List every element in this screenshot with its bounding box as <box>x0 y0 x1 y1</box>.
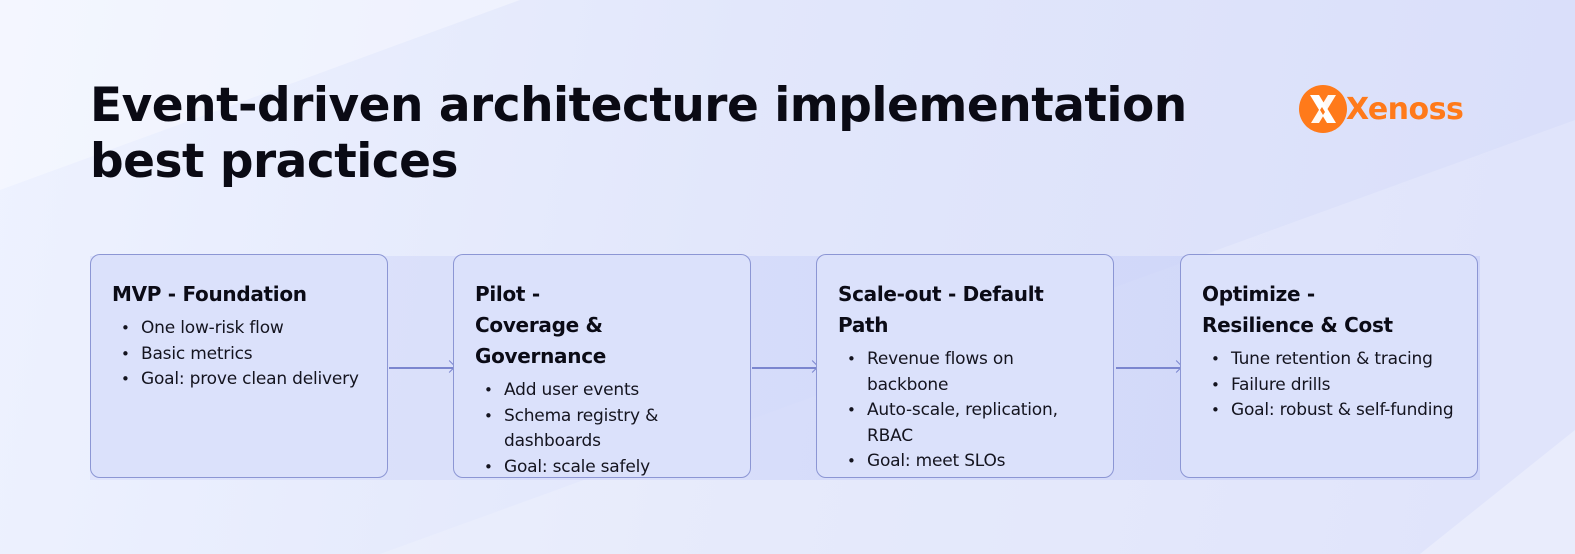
bullet-item: Schema registry & dashboards <box>475 404 732 455</box>
bullet-item: Tune retention & tracing <box>1202 347 1459 373</box>
stage-bullets: Add user events Schema registry & dashbo… <box>475 378 732 480</box>
bullet-item: One low-risk flow <box>112 316 369 342</box>
stage-card-pilot: Pilot - Coverage & Governance Add user e… <box>453 254 751 480</box>
bullet-item: Goal: scale safely <box>475 455 732 481</box>
stage-title-line: Pilot - <box>475 282 540 306</box>
bullet-item: Goal: meet SLOs <box>838 449 1095 475</box>
bullet-item: Revenue flows on backbone <box>838 347 1095 398</box>
stage-title: Scale-out - Default Path <box>838 279 1095 341</box>
stage-title: Optimize - Resilience & Cost <box>1202 279 1459 341</box>
arrow-connector-3 <box>1116 367 1180 369</box>
logo-wordmark: Xenoss <box>1346 91 1464 127</box>
stage-bullets: One low-risk flow Basic metrics Goal: pr… <box>112 316 369 393</box>
page-title: Event-driven architecture implementation… <box>90 78 1187 189</box>
stage-title-line: Scale-out - Default Path <box>838 282 1044 337</box>
xenoss-logo-icon <box>1299 85 1347 133</box>
arrow-connector-1 <box>389 367 453 369</box>
stage-bullets: Revenue flows on backbone Auto-scale, re… <box>838 347 1095 475</box>
arrow-connector-2 <box>752 367 816 369</box>
stage-title-line: MVP - Foundation <box>112 282 307 306</box>
stage-title: Pilot - Coverage & Governance <box>475 279 732 372</box>
bullet-item: Add user events <box>475 378 732 404</box>
stage-card-scale-out: Scale-out - Default Path Revenue flows o… <box>816 254 1114 478</box>
stage-title: MVP - Foundation <box>112 279 369 310</box>
stage-bullets: Tune retention & tracing Failure drills … <box>1202 347 1459 424</box>
bullet-item: Auto-scale, replication, RBAC <box>838 398 1095 449</box>
stage-title-line: Resilience & Cost <box>1202 313 1393 337</box>
stage-card-optimize: Optimize - Resilience & Cost Tune retent… <box>1180 254 1478 478</box>
bullet-item: Goal: robust & self-funding <box>1202 398 1459 424</box>
bullet-item: Failure drills <box>1202 373 1459 399</box>
stage-title-line: Coverage & Governance <box>475 313 607 368</box>
brand-logo: Xenoss <box>1298 84 1464 134</box>
stage-card-mvp: MVP - Foundation One low-risk flow Basic… <box>90 254 388 478</box>
bullet-item: Goal: prove clean delivery <box>112 367 369 393</box>
stage-title-line: Optimize - <box>1202 282 1315 306</box>
bullet-item: Basic metrics <box>112 342 369 368</box>
